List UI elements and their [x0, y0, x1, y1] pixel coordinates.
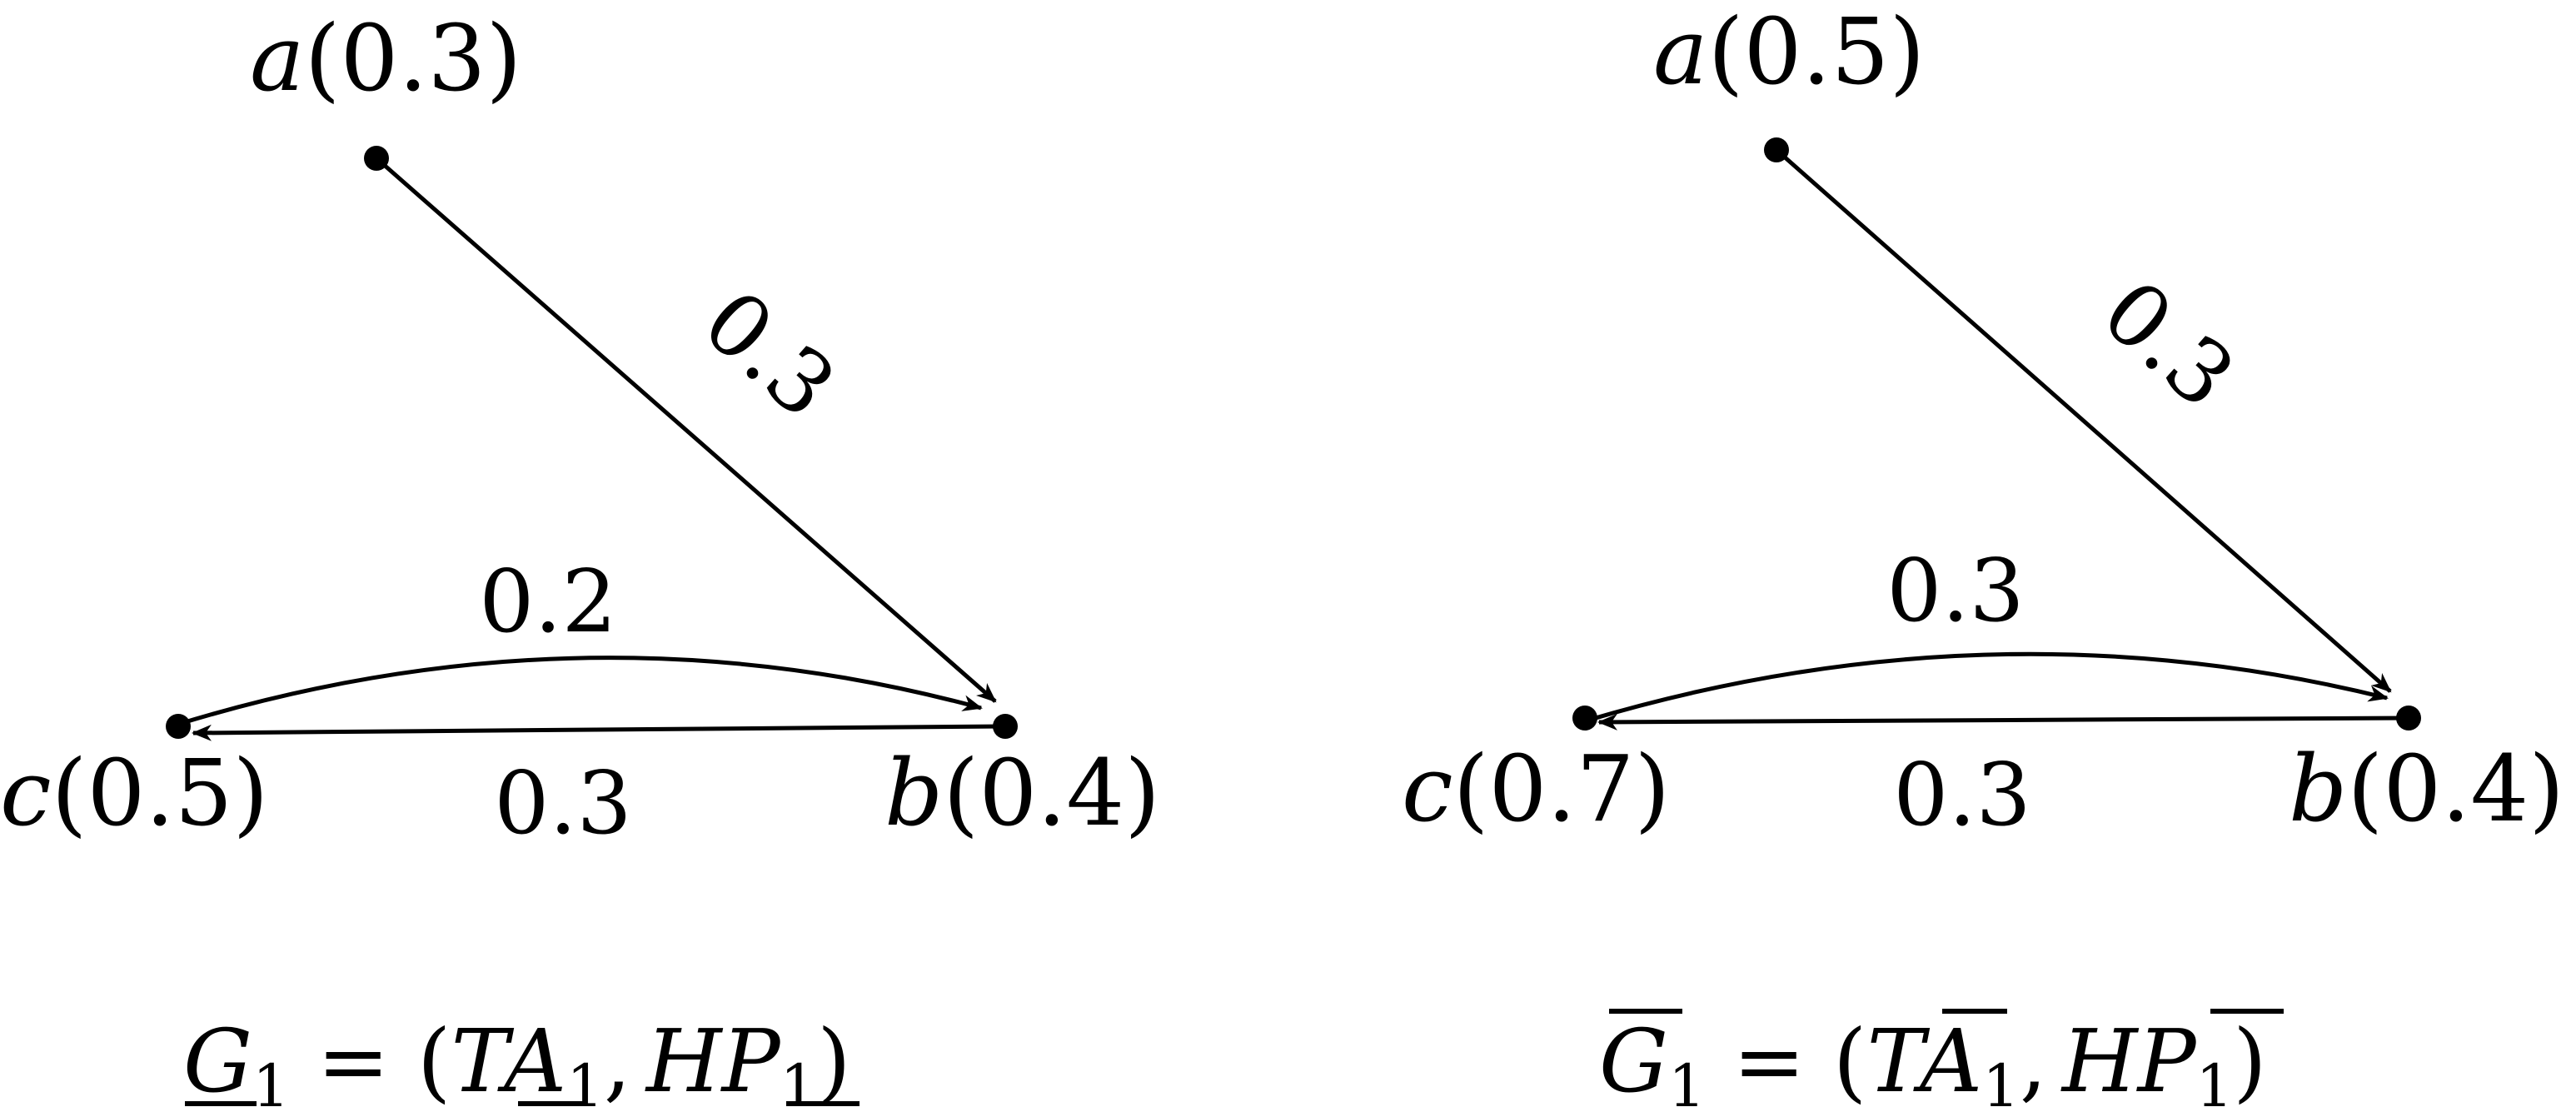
left-edge-a-b-weight: 0.3: [684, 271, 855, 438]
right-node-c-label: c(0.7): [1402, 736, 1670, 842]
right-edge-b-c: [1597, 713, 2409, 731]
right-edge-c-b-weight: 0.3: [1886, 540, 2024, 641]
left-edge-c-b: [176, 656, 983, 727]
left-node-b: [993, 714, 1018, 739]
right-graph: a(0.5) b(0.4) c(0.7) 0.3 0.3 0.3 G1 = (T…: [1402, 0, 2564, 1112]
left-node-b-label: b(0.4): [884, 740, 1160, 846]
right-edge-c-b: [1583, 651, 2389, 724]
right-node-a: [1764, 137, 1789, 162]
left-node-c: [166, 714, 191, 739]
right-edge-a-b-weight: 0.3: [2083, 261, 2254, 428]
left-caption: G1 = (TA1,HP1): [183, 1010, 851, 1112]
left-graph: a(0.3) b(0.4) c(0.5) 0.3 0.2 0.3 G1 = (T…: [0, 5, 1160, 1112]
right-node-b: [2396, 706, 2421, 731]
left-edge-c-b-weight: 0.2: [479, 551, 616, 652]
right-node-b-label: b(0.4): [2289, 736, 2564, 842]
left-node-c-label: c(0.5): [0, 740, 268, 846]
left-edge-b-c: [192, 724, 1004, 741]
right-node-c: [1572, 706, 1597, 731]
left-node-a-label: a(0.3): [250, 5, 521, 112]
right-caption: G1 = (TA1,HP1): [1599, 1010, 2267, 1112]
left-node-a: [364, 146, 389, 171]
left-edge-b-c-weight: 0.3: [494, 752, 631, 854]
right-node-a-label: a(0.5): [1653, 0, 1925, 105]
right-edge-b-c-weight: 0.3: [1893, 744, 2030, 845]
left-edge-a-b: [375, 157, 997, 703]
right-edge-a-b: [1775, 148, 2392, 693]
